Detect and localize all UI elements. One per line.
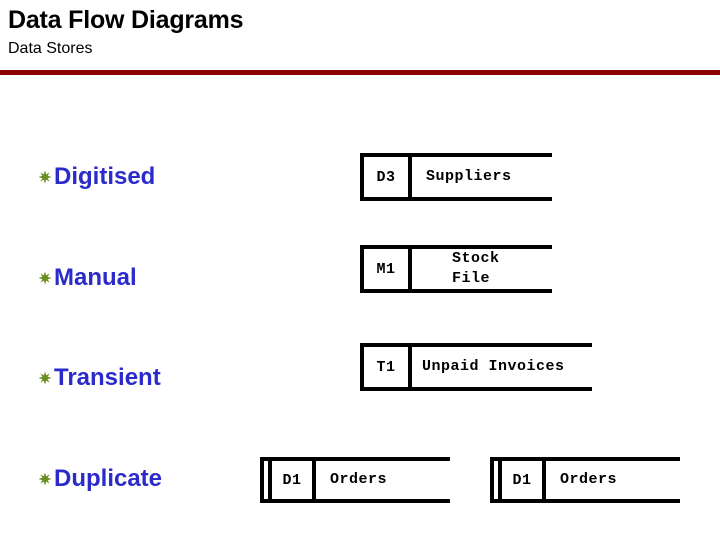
duplicate-marker-bar <box>260 457 264 503</box>
shape-top-rule <box>360 153 552 157</box>
list-item-label: Transient <box>54 364 161 391</box>
data-store-name: Orders <box>330 470 388 488</box>
data-store-name: Unpaid Invoices <box>422 357 565 375</box>
header-divider <box>0 70 720 75</box>
data-store-shape: M1 Stock File <box>360 245 552 293</box>
page-subtitle: Data Stores <box>8 40 93 57</box>
data-store-shape: D3 Suppliers <box>360 153 552 201</box>
list-item: Transient <box>38 361 161 395</box>
shape-top-rule <box>360 343 592 347</box>
shape-bottom-rule <box>260 499 450 503</box>
data-store-id: D1 <box>268 457 316 503</box>
list-item: Digitised <box>38 160 155 194</box>
shape-bottom-rule <box>360 289 552 293</box>
data-store-id: M1 <box>360 245 412 293</box>
page-title: Data Flow Diagrams <box>8 6 244 34</box>
duplicate-marker-bar <box>490 457 494 503</box>
star-bullet-icon <box>38 271 52 285</box>
data-store-name: Orders <box>560 470 618 488</box>
data-store-shape: T1 Unpaid Invoices <box>360 343 592 391</box>
data-store-name-line: Stock <box>452 249 500 267</box>
data-store-name: Suppliers <box>426 167 512 185</box>
star-bullet-icon <box>38 472 52 486</box>
slide-header: Data Flow Diagrams Data Stores <box>0 0 720 75</box>
data-store-id: T1 <box>360 343 412 391</box>
data-store-shape: D1 Orders <box>490 457 680 503</box>
list-item-label: Digitised <box>54 163 156 190</box>
shape-bottom-rule <box>490 499 680 503</box>
list-item: Duplicate <box>38 462 162 496</box>
shape-bottom-rule <box>360 197 552 201</box>
data-store-name-line: File <box>452 270 491 287</box>
shape-top-rule <box>490 457 680 461</box>
star-bullet-icon <box>38 371 52 385</box>
data-store-id: D3 <box>360 153 412 201</box>
shape-top-rule <box>260 457 450 461</box>
star-bullet-icon <box>38 170 52 184</box>
list-item-label: Duplicate <box>54 465 163 492</box>
data-store-shape: D1 Orders <box>260 457 450 503</box>
data-store-id: D1 <box>498 457 546 503</box>
shape-bottom-rule <box>360 387 592 391</box>
list-item: Manual <box>38 261 137 295</box>
shape-top-rule <box>360 245 552 249</box>
list-item-label: Manual <box>54 264 137 291</box>
data-store-name: Stock File <box>452 245 500 293</box>
